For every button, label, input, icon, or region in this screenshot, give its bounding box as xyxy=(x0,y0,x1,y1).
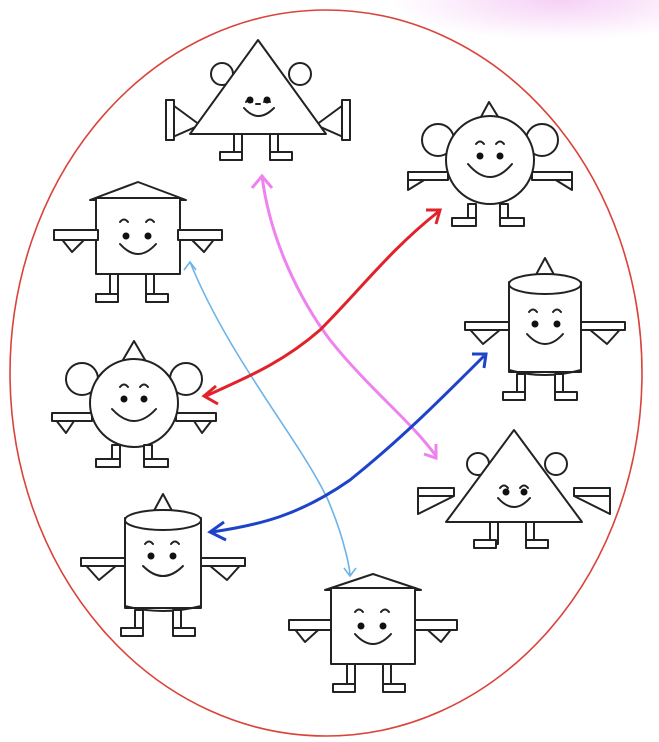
corner-tint xyxy=(390,0,659,40)
triangle-character-right xyxy=(418,430,610,548)
pairing-arrow-cylinder xyxy=(210,354,486,540)
cylinder-character-left xyxy=(81,494,245,636)
cylinder-character-right xyxy=(465,258,625,400)
triangle-character-top xyxy=(166,40,350,160)
pairing-arrow-circle xyxy=(204,210,440,404)
circle-character-left xyxy=(52,341,216,467)
circle-character-top-right xyxy=(408,102,572,226)
house-character-left xyxy=(54,182,222,302)
pairing-arrow-triangle xyxy=(252,176,436,458)
house-character-bottom xyxy=(289,574,457,692)
